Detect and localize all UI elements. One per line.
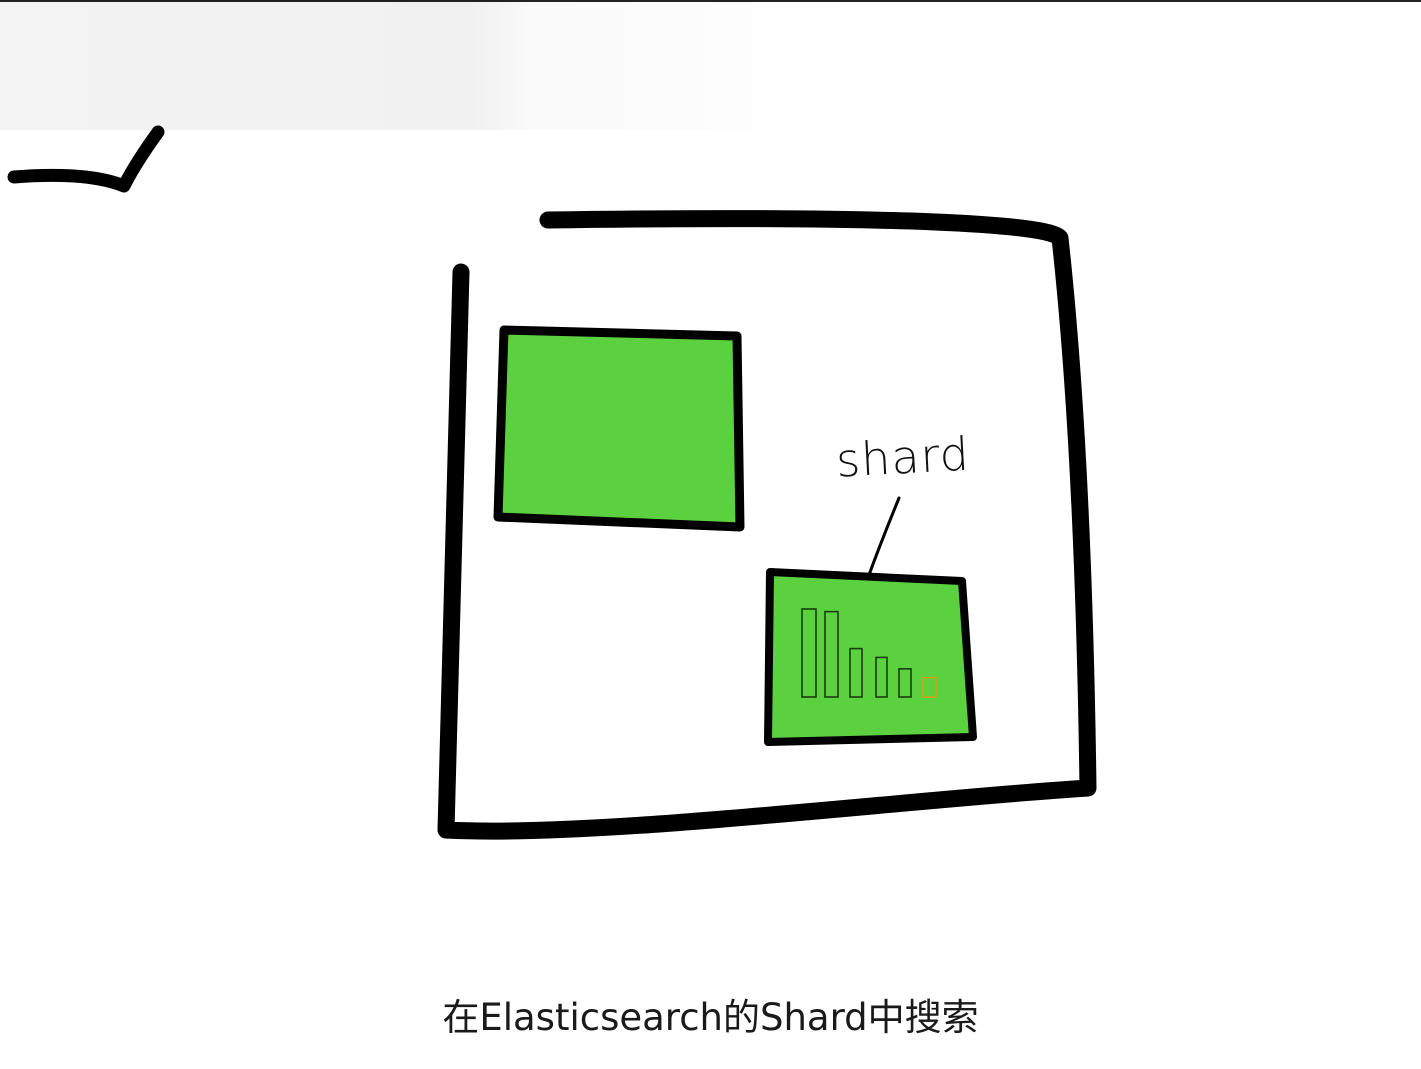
segment [824,610,839,698]
node-outline [437,210,1097,840]
segment-group [801,608,937,698]
previous-drawing-fragment [7,125,165,193]
shard-box-2 [764,568,977,746]
segment [801,608,817,698]
segment [898,668,912,698]
segment [875,656,888,698]
segment [849,647,863,698]
top-fade-band [0,0,1421,130]
new-segment [922,676,937,698]
shard-pointer-line [867,496,901,577]
video-subtitle: 在Elasticsearch的Shard中搜索 [442,996,979,1039]
shard-label: shard [835,427,971,488]
shard-box-1 [493,325,745,532]
